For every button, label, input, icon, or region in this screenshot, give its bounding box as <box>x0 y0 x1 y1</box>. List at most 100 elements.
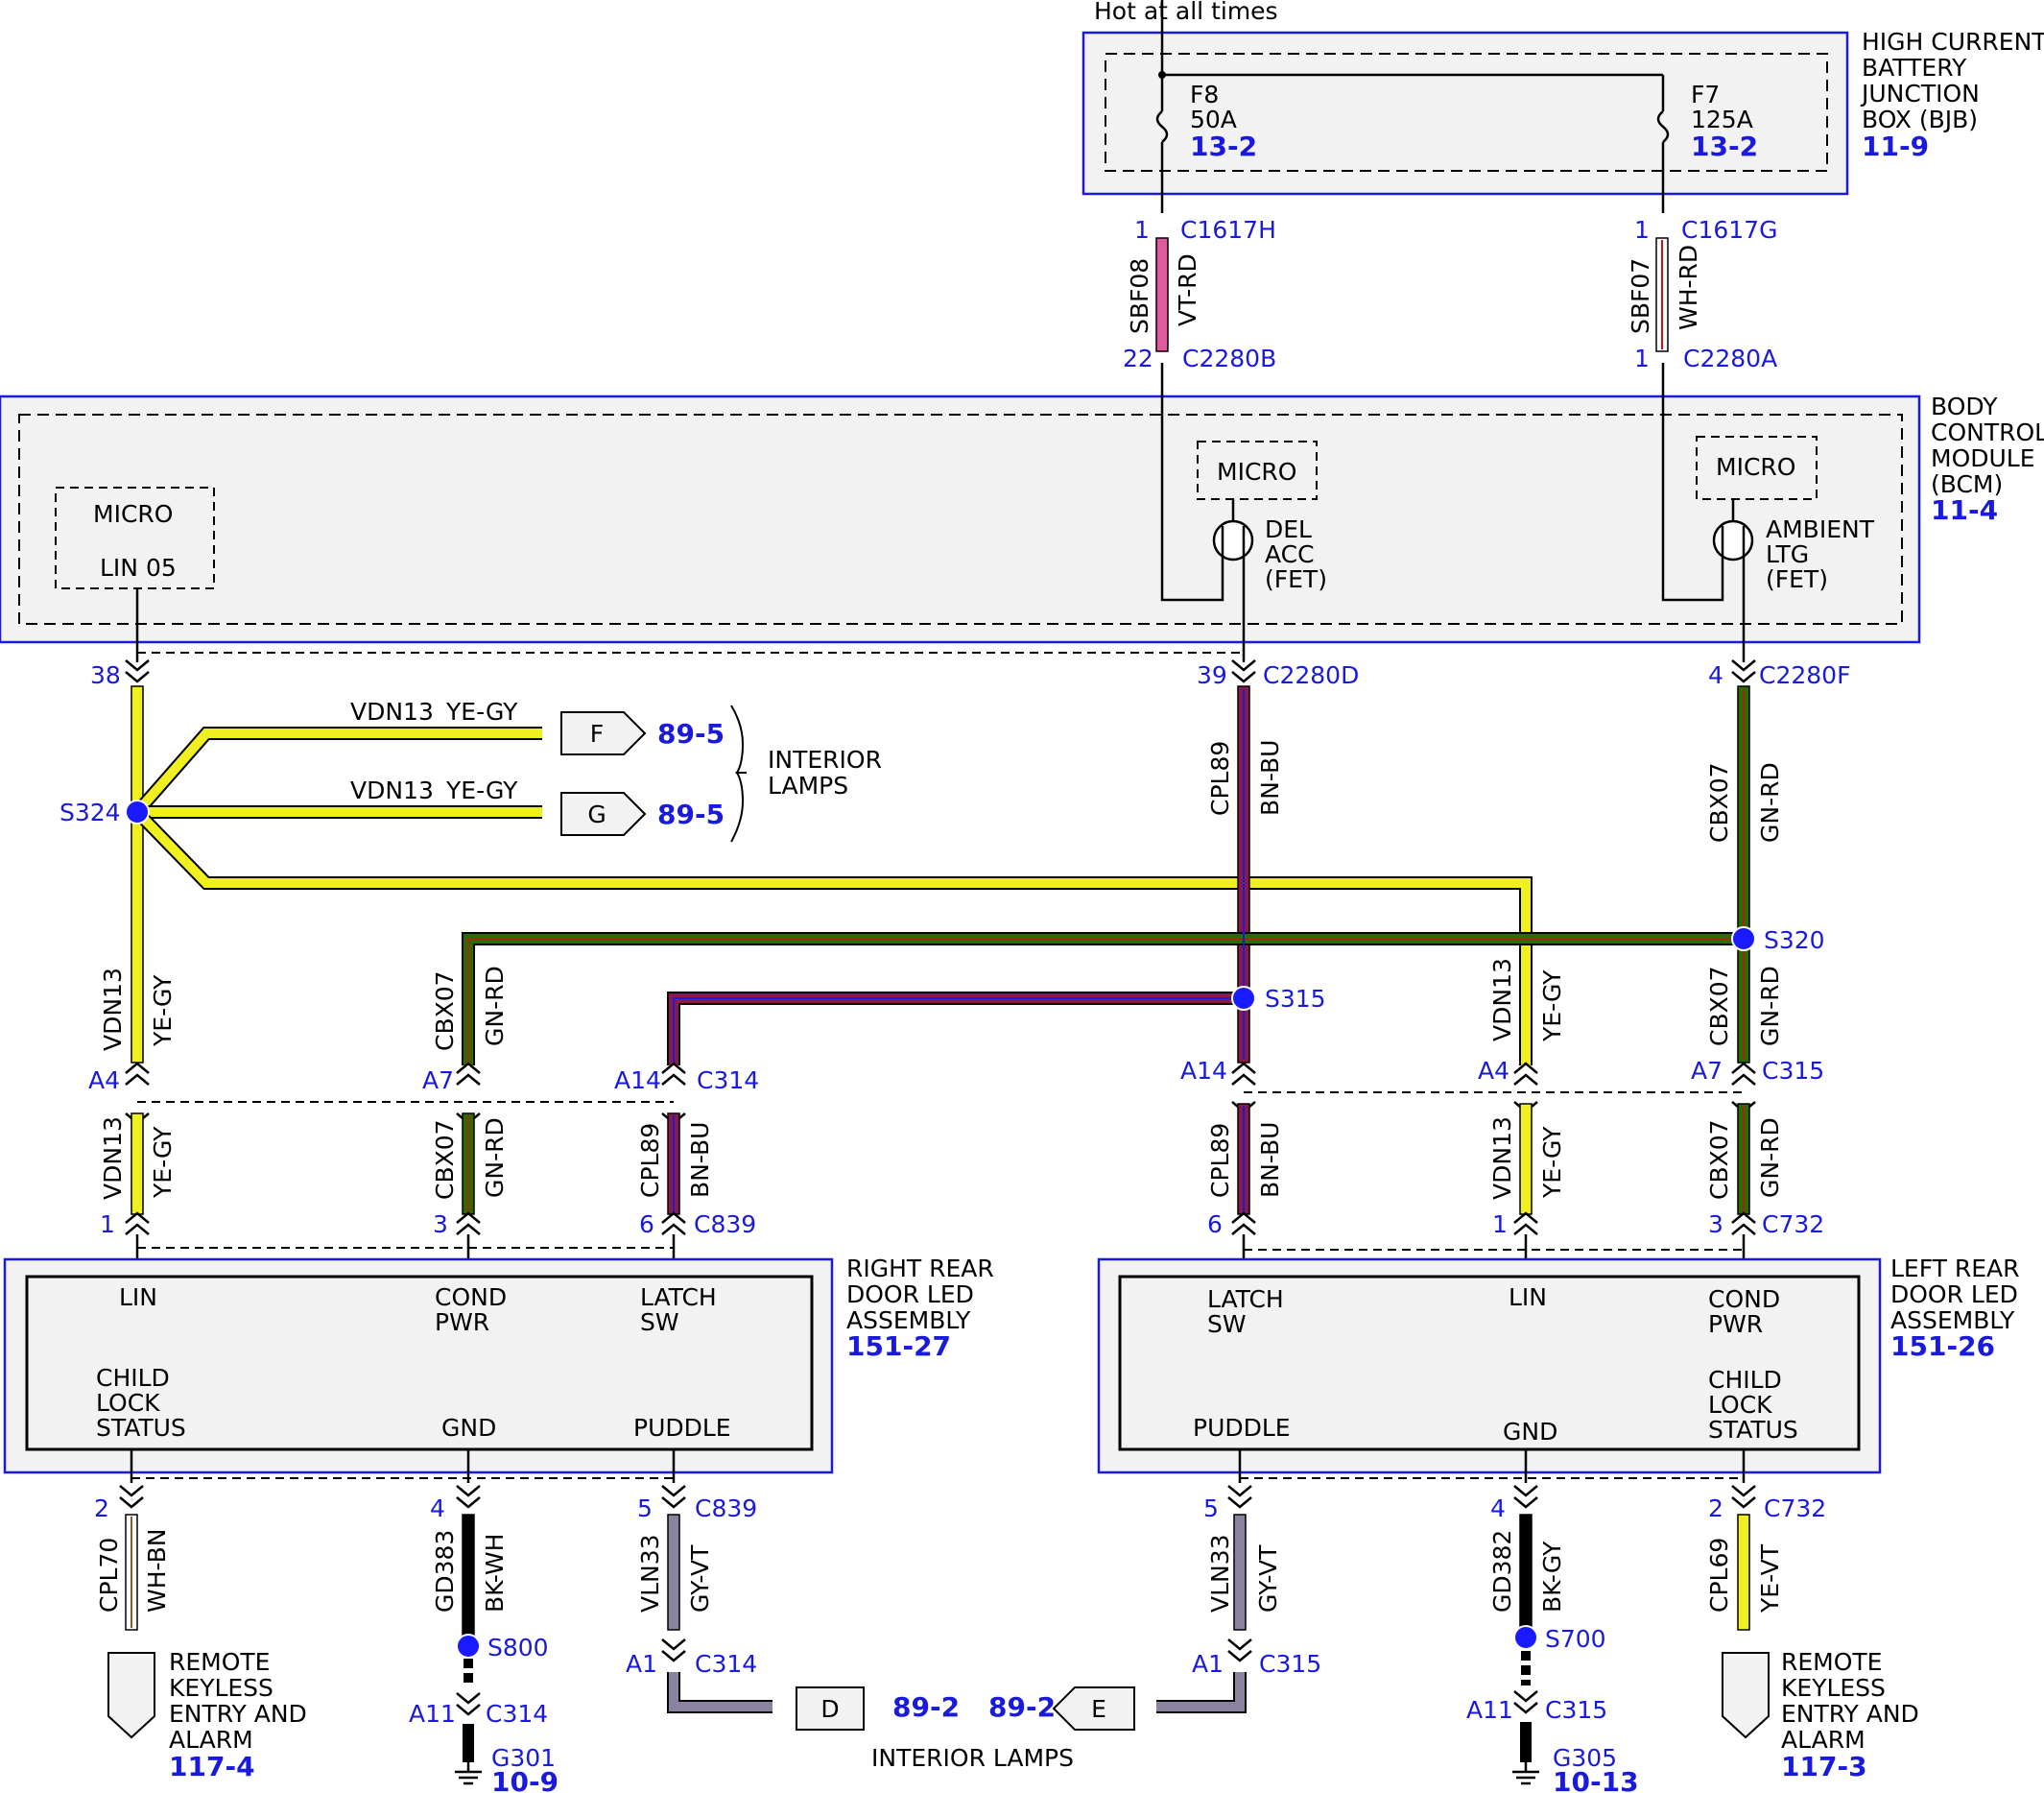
interior-lamps-label-2: LAMPS <box>768 772 848 800</box>
cbx-left-circuit: CBX07 <box>431 970 459 1051</box>
lr-ref: 151-26 <box>1890 1330 1995 1362</box>
bjb-title-2: BATTERY <box>1862 54 1967 82</box>
rr-rke-2: KEYLESS <box>169 1674 273 1702</box>
f-ref: 89-5 <box>657 718 725 750</box>
c315-name: C315 <box>1762 1057 1824 1085</box>
bcm39-color: BN-BU <box>1256 740 1284 816</box>
c732-pin-1: 1 <box>1492 1210 1508 1238</box>
g-ref: 89-5 <box>657 799 725 830</box>
rr-title-3: ASSEMBLY <box>846 1306 971 1334</box>
lr-gnd: GND <box>1503 1418 1557 1446</box>
s324-down-color: YE-GY <box>149 974 177 1047</box>
bcm-conn-c2280f: C2280F <box>1759 661 1850 689</box>
rke-connector-icon <box>107 1652 155 1739</box>
c839-pin-1: 1 <box>100 1210 115 1238</box>
bcm-ref: 11-4 <box>1931 494 1998 526</box>
rr-rke-4: ALARM <box>169 1726 253 1754</box>
lr-title-1: LEFT REAR <box>1890 1255 2020 1282</box>
rr-c314: C314 <box>486 1700 548 1728</box>
splice-s700 <box>1513 1625 1538 1650</box>
f-color: YE-GY <box>445 698 518 726</box>
wire-gd383 <box>462 1514 475 1640</box>
rr-door-assembly: LIN COND PWR LATCH SW CHILD LOCK STATUS … <box>3 1255 994 1474</box>
lr-c315b: C315 <box>1545 1696 1607 1724</box>
ambient-ltg-fet-icon <box>1712 519 1754 562</box>
micro-right-title: MICRO <box>1716 453 1795 481</box>
s320-down-color: GN-RD <box>1756 966 1784 1046</box>
c2280b-pin: 22 <box>1123 345 1153 372</box>
rr-rke-ref: 117-4 <box>169 1751 255 1782</box>
lr-cond: COND <box>1708 1285 1780 1313</box>
g305-name: G305 <box>1553 1744 1617 1772</box>
g301-name: G301 <box>491 1744 556 1772</box>
s800-label: S800 <box>487 1634 549 1662</box>
micro-left-title: MICRO <box>93 500 173 528</box>
f8-ref: 13-2 <box>1190 131 1257 162</box>
bcm-pin-4: 4 <box>1708 661 1723 689</box>
sbf07-circuit: SBF07 <box>1627 258 1654 334</box>
connector-e-icon <box>1052 1686 1135 1731</box>
rke-connector-lr-icon <box>1722 1652 1770 1739</box>
cpl69-conn: C732 <box>1764 1494 1826 1522</box>
lr-lock: LOCK <box>1708 1391 1772 1419</box>
rr-title-2: DOOR LED <box>846 1280 974 1308</box>
c2280a-pin: 1 <box>1634 345 1650 372</box>
s324-down-circuit: VDN13 <box>99 968 127 1051</box>
wire-vln33-to-d <box>669 1672 772 1711</box>
vln33-circuit: VLN33 <box>636 1534 664 1613</box>
cpl70-color: WH-BN <box>143 1529 171 1614</box>
bcm-title-3: MODULE <box>1931 444 2035 472</box>
c315-w2-color: YE-GY <box>1538 1126 1566 1199</box>
g301-ref: 10-9 <box>491 1766 559 1793</box>
c314-pin-a4: A4 <box>88 1066 120 1094</box>
rr-rke-1: REMOTE <box>169 1648 270 1676</box>
s320-label: S320 <box>1764 926 1825 954</box>
fet-mid-2: ACC <box>1265 540 1315 568</box>
bcm4-circuit: CBX07 <box>1705 762 1733 843</box>
rr-c314b: C314 <box>695 1650 757 1678</box>
lr-puddle: PUDDLE <box>1193 1414 1291 1442</box>
c315-w2-circuit: VDN13 <box>1488 1116 1516 1200</box>
lr-status: STATUS <box>1708 1416 1798 1444</box>
c1617g-name: C1617G <box>1681 216 1777 244</box>
rr-puddle: PUDDLE <box>633 1414 731 1442</box>
rr-sw: SW <box>640 1308 679 1336</box>
lr-child: CHILD <box>1708 1366 1782 1394</box>
rr-title-1: RIGHT REAR <box>846 1255 994 1282</box>
s315-label: S315 <box>1265 985 1326 1013</box>
fet-mid-1: DEL <box>1265 515 1312 543</box>
gd383-circuit: GD383 <box>431 1530 459 1613</box>
c314-w2-circuit: CBX07 <box>431 1119 459 1200</box>
c839-pin-6: 6 <box>639 1210 654 1238</box>
lr-a1: A1 <box>1192 1650 1224 1678</box>
d-ref: 89-2 <box>892 1691 960 1723</box>
bracket-icon <box>730 705 747 843</box>
splices: S324 S315 S320 <box>59 799 1825 1013</box>
vln33-conn: C839 <box>695 1494 757 1522</box>
main-wire-labels: CPL89 BN-BU CBX07 GN-RD VDN13 YE-GY CBX0… <box>99 740 1784 1051</box>
bcm39-circuit: CPL89 <box>1206 741 1234 816</box>
c732-connector: 6 1 3 C732 <box>1207 1210 1824 1277</box>
lr-vln33-pin: 5 <box>1203 1494 1219 1522</box>
c314-pin-a7: A7 <box>422 1066 454 1094</box>
bcm4-color: GN-RD <box>1756 762 1784 843</box>
wire-vdn13-to-f <box>133 729 542 816</box>
sbf08-circuit: SBF08 <box>1126 258 1153 334</box>
c314-w3-circuit: CPL89 <box>636 1123 664 1198</box>
cpl70-circuit: CPL70 <box>95 1538 123 1613</box>
c314-pin-a14: A14 <box>614 1066 661 1094</box>
lr-title-3: ASSEMBLY <box>1890 1306 2015 1334</box>
connector-g-icon <box>560 792 647 836</box>
bcm-conn-c2280d: C2280D <box>1263 661 1359 689</box>
bcm-connectors: 38 39 C2280D 4 C2280F <box>90 659 1850 689</box>
rr-gnd: GND <box>441 1414 496 1442</box>
c314-w1-color: YE-GY <box>149 1126 177 1199</box>
wire-cpl69 <box>1737 1514 1750 1631</box>
wire-gd382 <box>1519 1514 1533 1631</box>
g-circuit: VDN13 <box>350 777 434 804</box>
s324-label: S324 <box>59 799 121 826</box>
c315-pin-a14: A14 <box>1180 1057 1227 1085</box>
f7-rating: 125A <box>1691 106 1753 133</box>
f8-rating: 50A <box>1190 106 1237 133</box>
micro-left-sub: LIN 05 <box>100 554 177 582</box>
